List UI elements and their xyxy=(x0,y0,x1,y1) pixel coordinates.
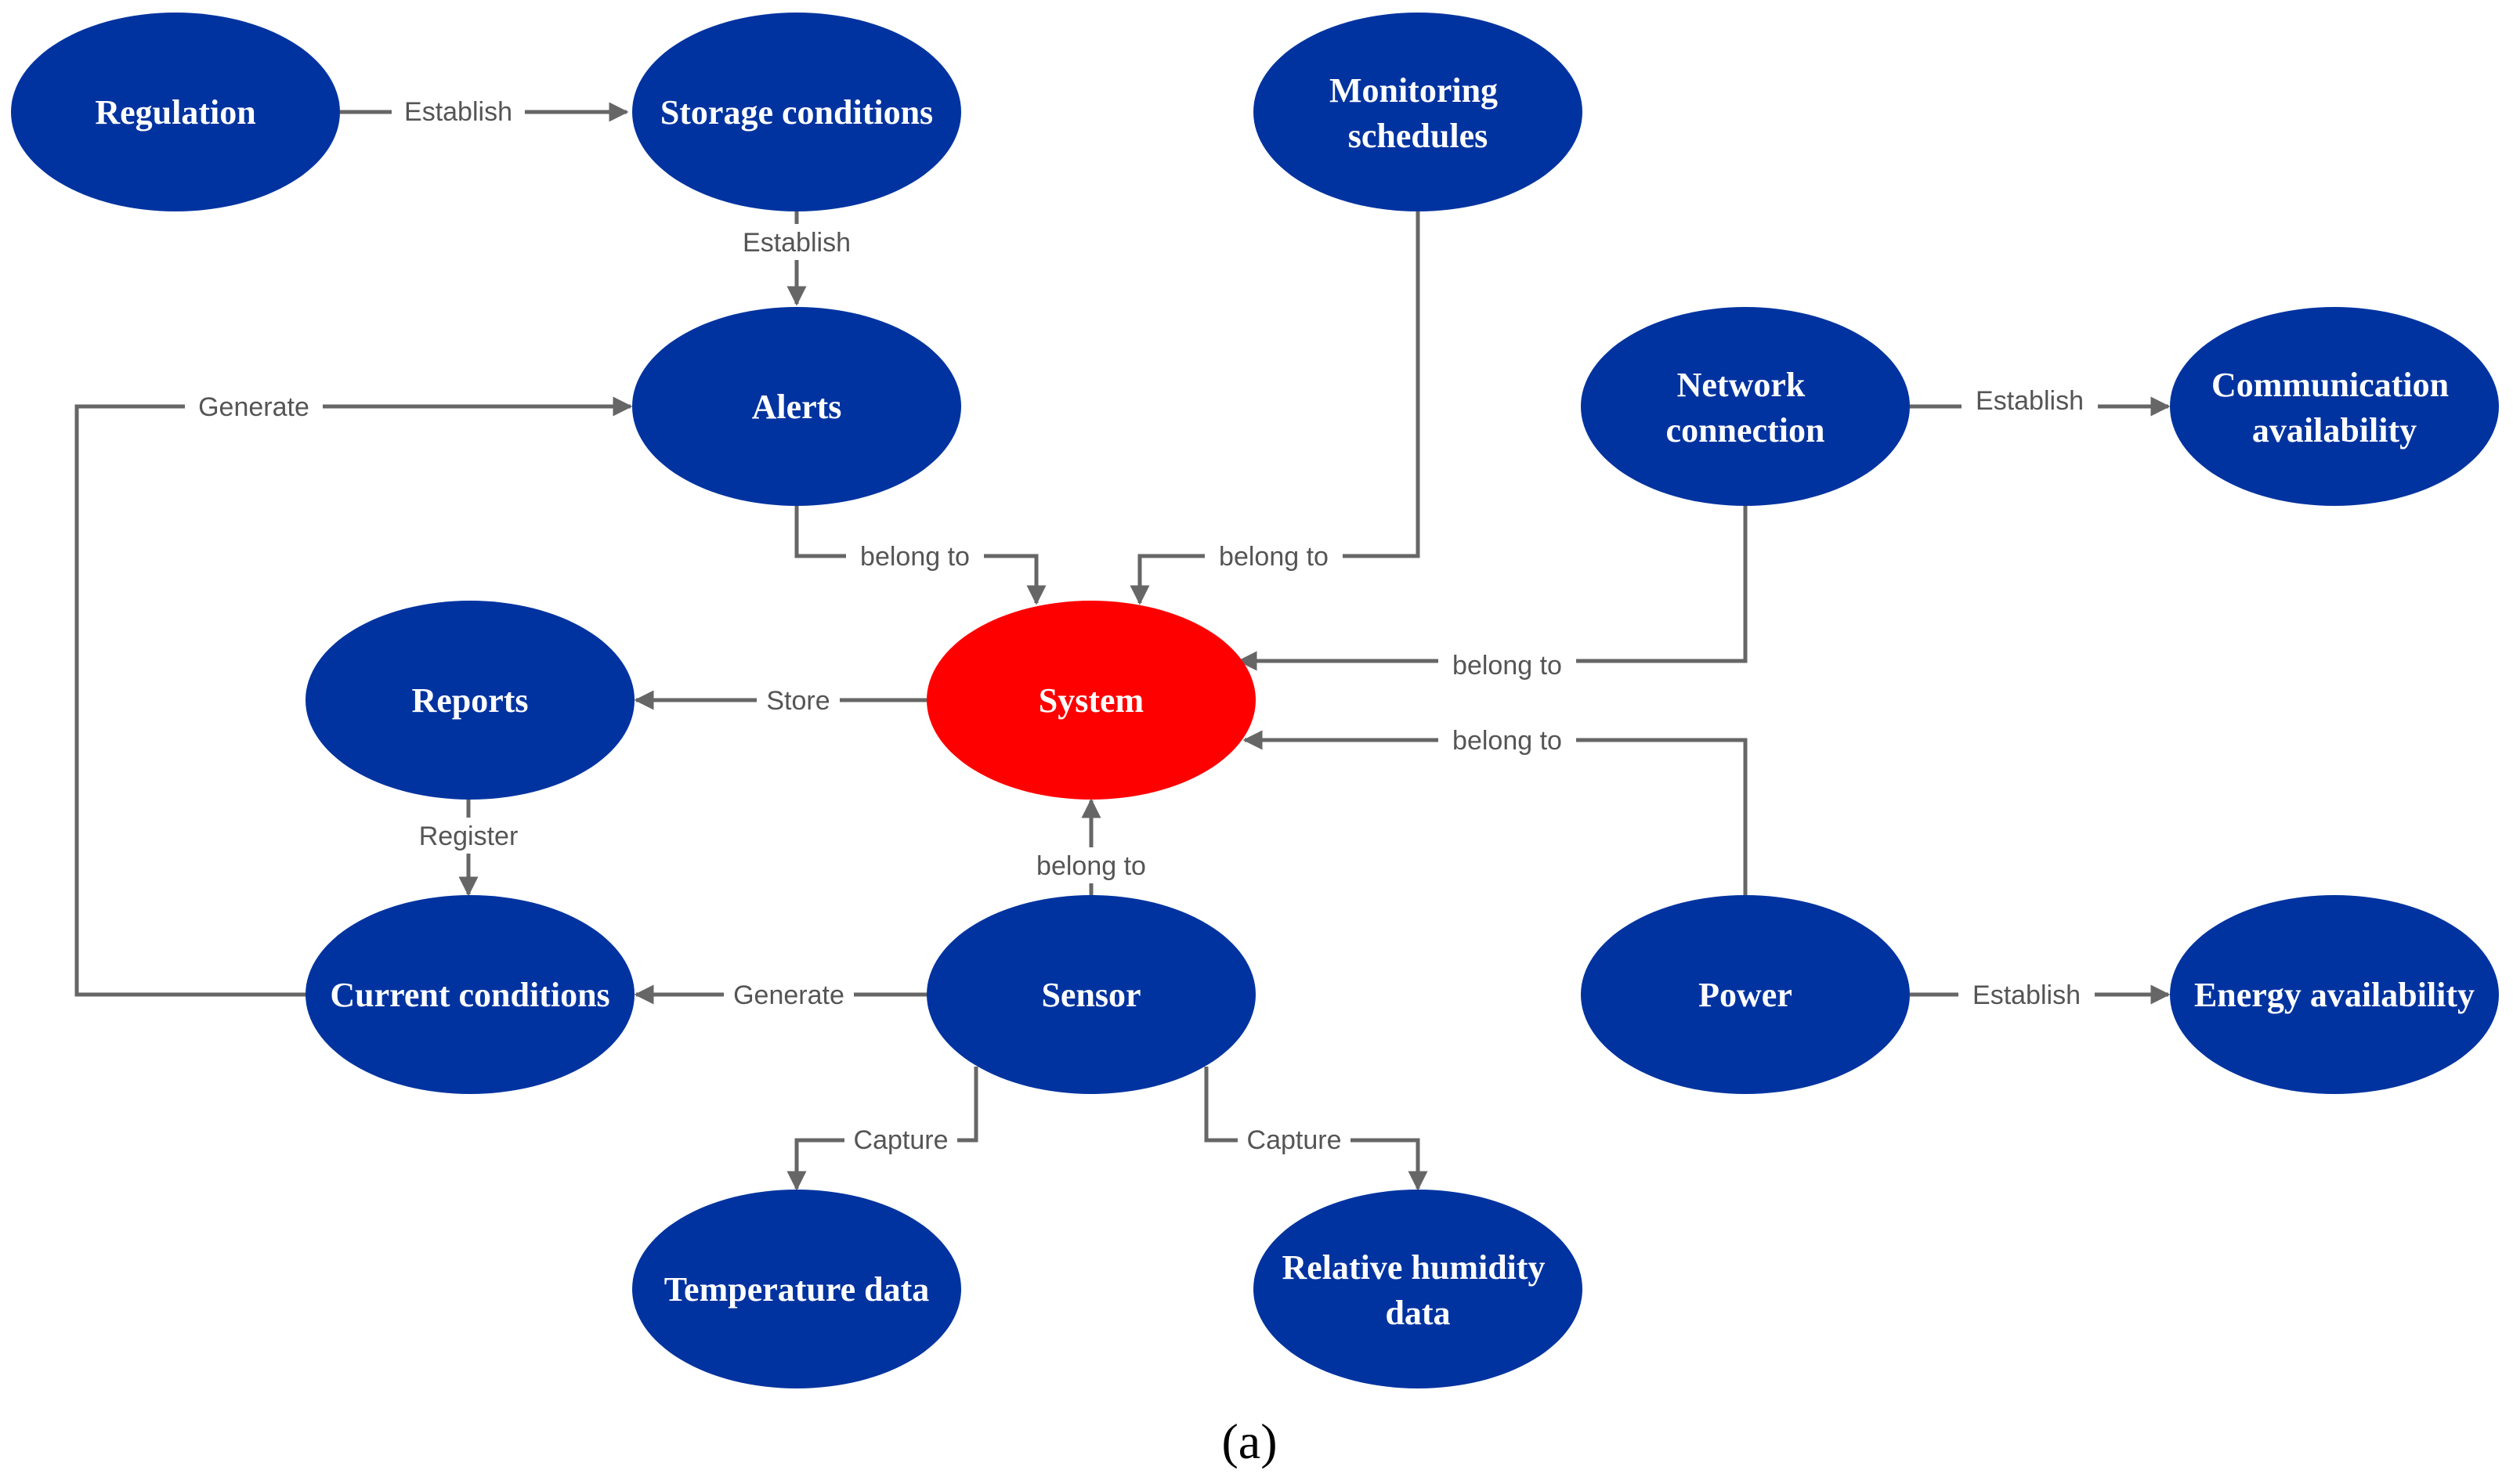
edge-label-regulation-storage: Establish xyxy=(404,97,512,127)
node-label-communication-availability: Communication availability xyxy=(2211,366,2457,450)
edge-system-reports: Store xyxy=(634,683,927,719)
node-communication-availability: Communication availability xyxy=(2170,307,2499,506)
edge-sensor-current-conditions: Generate xyxy=(634,977,927,1013)
node-power: Power xyxy=(1581,895,1910,1094)
node-label-communication-line-1: Communication xyxy=(2211,366,2449,404)
node-label-network-connection: Network connection xyxy=(1666,366,1825,450)
node-label-power: Power xyxy=(1698,976,1792,1014)
node-reports: Reports xyxy=(306,601,635,800)
node-label-reports: Reports xyxy=(411,681,528,720)
node-label-network-line-1: Network xyxy=(1677,366,1806,404)
edge-label-storage-alerts: Establish xyxy=(743,228,851,258)
node-label-monitoring-schedules: Monitoring schedules xyxy=(1329,71,1506,155)
edge-sensor-temperature: Capture xyxy=(786,1067,978,1191)
edge-sensor-system: belong to xyxy=(1022,798,1160,897)
edge-label-system-reports: Store xyxy=(766,686,830,716)
edge-monitoring-system: belong to xyxy=(1130,211,1420,605)
node-sensor: Sensor xyxy=(927,895,1256,1094)
edge-label-monitoring-system: belong to xyxy=(1219,542,1329,572)
edge-label-power-system: belong to xyxy=(1452,726,1562,756)
edge-label-alerts-system: belong to xyxy=(860,542,970,572)
node-label-regulation: Regulation xyxy=(95,93,255,132)
node-regulation: Regulation xyxy=(11,13,340,211)
node-label-alerts: Alerts xyxy=(752,388,842,426)
node-energy-availability: Energy availability xyxy=(2170,895,2499,1094)
node-label-relative-humidity-data: Relative humidity data xyxy=(1282,1248,1553,1332)
edge-label-network-communication: Establish xyxy=(1976,386,2084,416)
node-label-sensor: Sensor xyxy=(1041,976,1141,1014)
node-relative-humidity-data: Relative humidity data xyxy=(1253,1190,1582,1388)
node-label-energy-availability: Energy availability xyxy=(2194,976,2475,1014)
edge-network-system: belong to xyxy=(1237,506,1748,683)
edge-reports-current-conditions: Register xyxy=(403,799,534,897)
node-label-network-line-2: connection xyxy=(1666,411,1825,450)
node-monitoring-schedules: Monitoring schedules xyxy=(1253,13,1582,211)
node-label-temperature-data: Temperature data xyxy=(664,1270,930,1309)
edge-regulation-storage-conditions: Establish xyxy=(340,93,629,129)
nodes: Regulation Storage conditions Monitoring… xyxy=(11,13,2499,1388)
edge-label-sensor-temperature: Capture xyxy=(854,1125,949,1155)
figure-caption: (a) xyxy=(1221,1414,1277,1469)
edge-storage-conditions-alerts: Establish xyxy=(729,211,865,306)
edge-label-reports-current: Register xyxy=(419,821,519,851)
node-label-current-conditions: Current conditions xyxy=(330,976,609,1014)
node-system: System xyxy=(927,601,1256,800)
edge-label-power-energy: Establish xyxy=(1972,980,2081,1010)
edge-label-current-alerts: Generate xyxy=(198,392,309,422)
node-label-system: System xyxy=(1039,681,1144,720)
node-label-storage-conditions: Storage conditions xyxy=(660,93,933,132)
edge-sensor-humidity: Capture xyxy=(1204,1067,1428,1191)
edge-power-energy: Establish xyxy=(1910,977,2171,1013)
edge-label-sensor-humidity: Capture xyxy=(1247,1125,1342,1155)
node-label-monitoring-line-1: Monitoring xyxy=(1329,71,1498,110)
node-current-conditions: Current conditions xyxy=(306,895,635,1094)
node-temperature-data: Temperature data xyxy=(632,1190,961,1388)
edge-alerts-system: belong to xyxy=(794,506,1047,605)
edge-label-network-system: belong to xyxy=(1452,651,1562,681)
node-label-humidity-line-1: Relative humidity xyxy=(1282,1248,1545,1287)
node-network-connection: Network connection xyxy=(1581,307,1910,506)
node-storage-conditions: Storage conditions xyxy=(632,13,961,211)
edge-network-communication: Establish xyxy=(1910,382,2171,418)
node-label-humidity-line-2: data xyxy=(1385,1294,1450,1332)
edges: Establish Establish Generate belong to b… xyxy=(74,93,2171,1191)
node-alerts: Alerts xyxy=(632,307,961,506)
edge-power-system: belong to xyxy=(1242,722,1748,897)
edge-current-conditions-alerts: Generate xyxy=(74,388,633,997)
edge-label-sensor-current: Generate xyxy=(733,980,844,1010)
edge-label-sensor-system: belong to xyxy=(1036,851,1146,881)
node-label-communication-line-2: availability xyxy=(2252,411,2417,450)
node-label-monitoring-line-2: schedules xyxy=(1348,117,1488,155)
